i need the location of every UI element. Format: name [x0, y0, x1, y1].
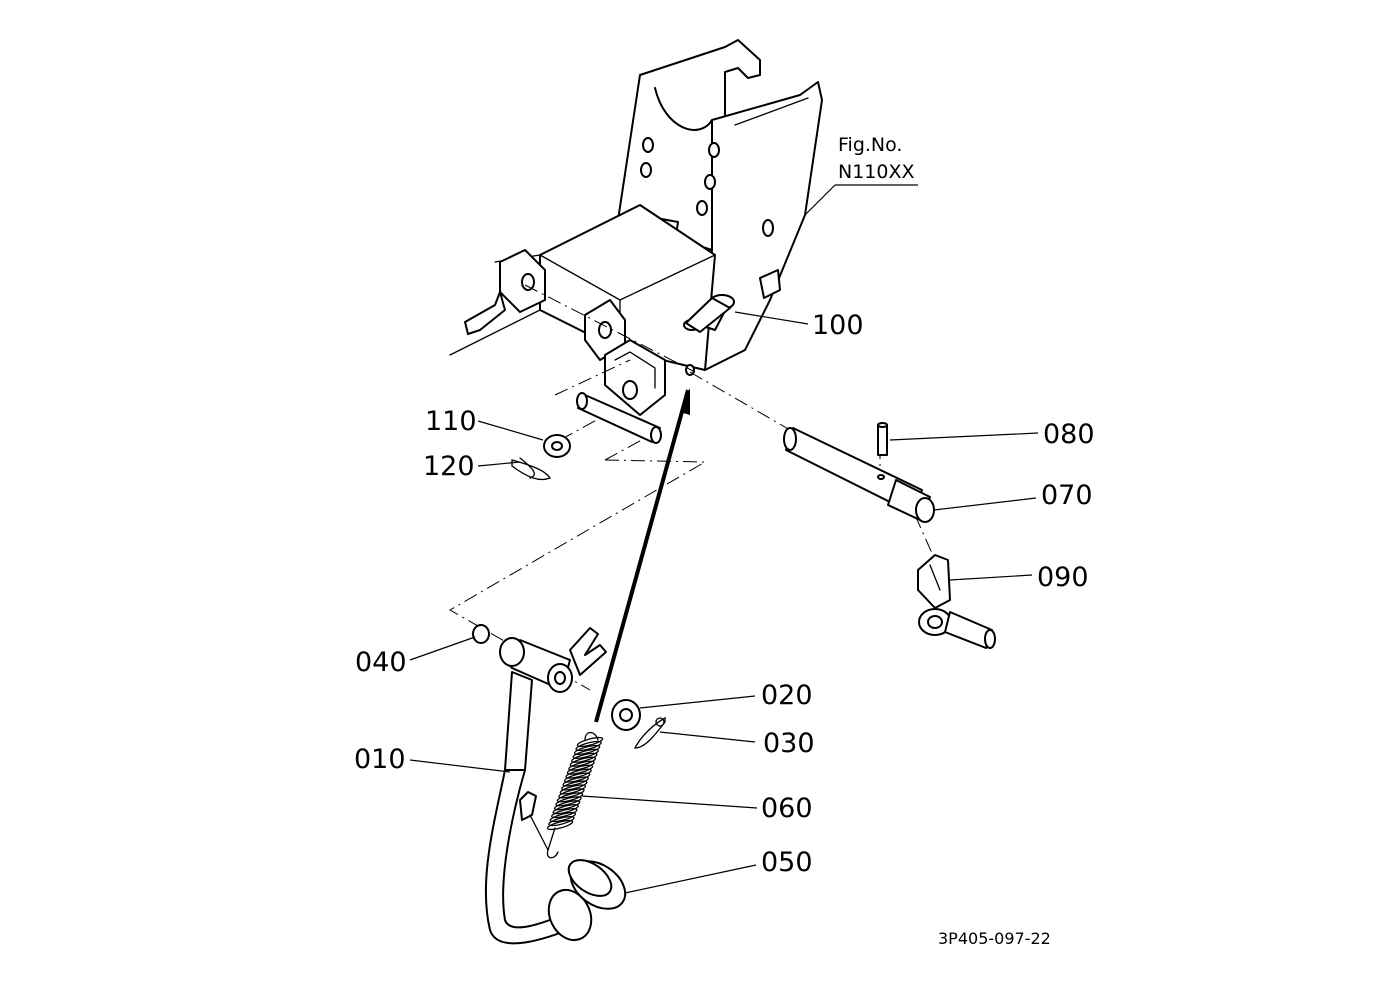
callout-040: 040 — [355, 647, 407, 678]
pedal-pad-050 — [567, 859, 627, 910]
spring-coil — [553, 800, 581, 811]
callout-070: 070 — [1041, 480, 1093, 511]
washer-110 — [543, 434, 571, 458]
callout-100: 100 — [812, 310, 864, 341]
spring-coil — [555, 796, 582, 807]
callout-020: 020 — [761, 680, 813, 711]
spring-coil — [552, 804, 579, 815]
callout-030: 030 — [763, 728, 815, 759]
pedal-arm-010 — [484, 627, 607, 945]
spring-coil — [551, 808, 578, 819]
spring-coil — [562, 776, 589, 787]
callout-110: 110 — [425, 406, 477, 437]
spring-coil — [576, 736, 604, 748]
fig-label: Fig.No. — [838, 134, 902, 156]
lever-090 — [917, 554, 996, 649]
spring-coil — [572, 748, 599, 759]
callout-010: 010 — [354, 744, 406, 775]
spring-coil — [546, 819, 574, 831]
washer-020 — [611, 699, 641, 731]
spring-coil — [561, 780, 588, 791]
callout-120: 120 — [423, 451, 475, 482]
spring-coil — [566, 764, 594, 775]
spring-coil — [571, 752, 598, 763]
fig-number: N110XX — [838, 161, 915, 183]
spring-coil — [549, 812, 577, 823]
spring-coil — [568, 760, 595, 771]
spring-coil — [575, 740, 602, 752]
spring-coil — [565, 768, 592, 779]
spring-coil — [558, 788, 585, 799]
spring-coil — [573, 744, 601, 755]
clip-120 — [511, 457, 551, 481]
ring-040 — [472, 624, 490, 644]
callout-090: 090 — [1037, 562, 1089, 593]
callout-050: 050 — [761, 847, 813, 878]
shaft-070 — [783, 427, 935, 523]
callout-080: 080 — [1043, 419, 1095, 450]
leader-lines — [409, 184, 1039, 894]
drawing-code: 3P405-097-22 — [938, 929, 1051, 948]
spring-coil — [569, 756, 597, 767]
spring-060 — [529, 731, 604, 859]
clevis-pin — [576, 392, 662, 444]
spring-coil — [556, 792, 584, 803]
pedal-bracket-frame — [449, 39, 823, 416]
spring-coil — [563, 772, 591, 783]
spring-coil — [548, 815, 575, 827]
clip-030 — [633, 716, 666, 749]
spring-pin-080 — [877, 422, 888, 456]
callout-060: 060 — [761, 793, 813, 824]
spring-coil — [559, 784, 587, 795]
pedal-rod — [594, 388, 690, 723]
